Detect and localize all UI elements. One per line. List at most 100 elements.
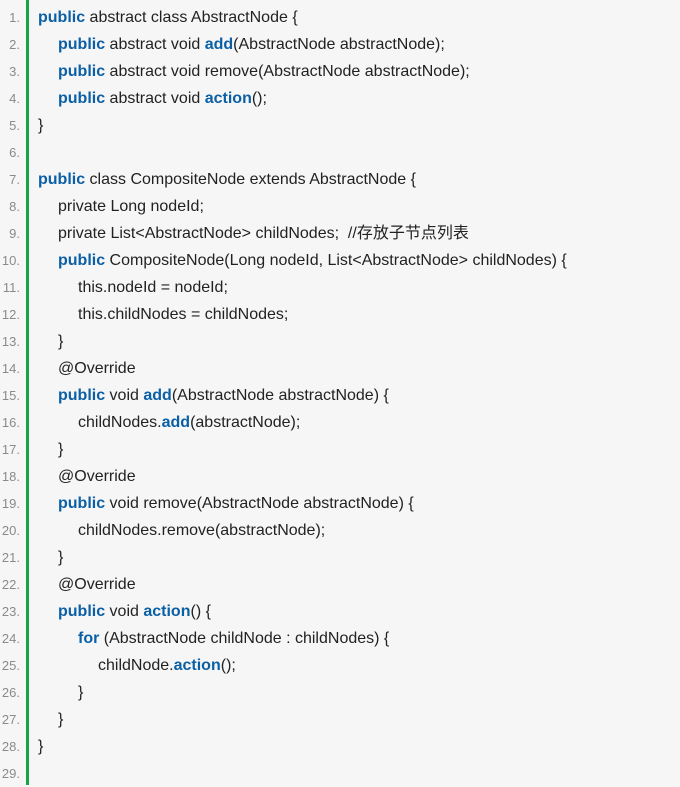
code-line: 3. public abstract void remove(AbstractNo… xyxy=(0,58,680,85)
keyword-token: public xyxy=(58,36,106,53)
text-token: (); xyxy=(251,90,267,107)
line-number: 9. xyxy=(9,226,20,241)
text-token: (); xyxy=(220,657,236,674)
text-token: @Override xyxy=(58,468,136,485)
text-token: } xyxy=(58,441,64,458)
line-code: private Long nodeId; xyxy=(58,193,204,220)
line-number: 5. xyxy=(9,118,20,133)
code-line: 27.} xyxy=(0,706,680,733)
code-line: 4.public abstract void action(); xyxy=(0,85,680,112)
line-number: 24. xyxy=(1,631,20,646)
line-number: 6. xyxy=(9,145,20,160)
keyword-token: public xyxy=(58,90,106,107)
text-token: void xyxy=(105,387,144,404)
line-number: 10. xyxy=(1,253,20,268)
text-token: } xyxy=(58,333,64,350)
function-token: action xyxy=(173,657,221,674)
line-number: 26. xyxy=(1,685,20,700)
line-code: } xyxy=(38,733,43,760)
gutter-bar xyxy=(26,0,29,785)
line-code: public abstract void remove(AbstractNode… xyxy=(58,58,470,85)
line-code: this.childNodes = childNodes; xyxy=(78,301,288,328)
function-token: action xyxy=(204,90,252,107)
line-number: 2. xyxy=(9,37,20,52)
line-number: 29. xyxy=(1,766,20,781)
code-line: 19.public void remove(AbstractNode abstr… xyxy=(0,490,680,517)
text-token: void xyxy=(105,603,144,620)
text-token: (AbstractNode childNode : childNodes) { xyxy=(99,630,390,647)
line-code: @Override xyxy=(58,463,136,490)
code-line: 15. public void add(AbstractNode abstract… xyxy=(0,382,680,409)
line-number: 11. xyxy=(2,280,20,295)
line-code: public abstract class AbstractNode { xyxy=(38,4,298,31)
line-code: @Override xyxy=(58,355,136,382)
line-code: private List<AbstractNode> childNodes; /… xyxy=(58,220,469,247)
text-token: this.nodeId = nodeId; xyxy=(78,279,228,296)
keyword-token: public xyxy=(38,9,86,26)
keyword-token: public xyxy=(58,252,106,269)
line-number: 13. xyxy=(1,334,20,349)
text-token: } xyxy=(38,738,44,755)
code-line: 10. public CompositeNode(Long nodeId, Lis… xyxy=(0,247,680,274)
line-code: public class CompositeNode extends Abstr… xyxy=(38,166,416,193)
line-number: 12. xyxy=(1,307,20,322)
line-number: 1. xyxy=(9,10,20,25)
text-token: } xyxy=(58,711,64,728)
code-line: 1. public abstract class AbstractNode { xyxy=(0,4,680,31)
code-line: 23. public void action() { xyxy=(0,598,680,625)
code-line: 18. @Override xyxy=(0,463,680,490)
function-token: action xyxy=(143,603,191,620)
line-number: 8. xyxy=(9,199,20,214)
text-token: CompositeNode(Long nodeId, List<Abstract… xyxy=(105,252,567,269)
keyword-token: public xyxy=(58,495,106,512)
keyword-token: public xyxy=(38,171,86,188)
line-code: } xyxy=(58,706,63,733)
line-code: } xyxy=(58,544,63,571)
code-line: 13.} xyxy=(0,328,680,355)
line-code: public abstract void add(AbstractNode ab… xyxy=(58,31,445,58)
line-number: 3. xyxy=(9,64,20,79)
function-token: add xyxy=(161,414,191,431)
text-token: } xyxy=(58,549,64,566)
line-number: 22. xyxy=(1,577,20,592)
function-token: add xyxy=(204,36,234,53)
line-number: 7. xyxy=(9,172,20,187)
line-code: public abstract void action(); xyxy=(58,85,267,112)
line-code: } xyxy=(38,112,43,139)
line-code: childNodes.add(abstractNode); xyxy=(78,409,300,436)
text-token: childNodes. xyxy=(78,414,162,431)
line-number: 23. xyxy=(1,604,20,619)
line-number: 14. xyxy=(1,361,20,376)
code-line: 14. @Override xyxy=(0,355,680,382)
text-token: () { xyxy=(190,603,211,620)
text-token: (abstractNode); xyxy=(190,414,301,431)
text-token: private Long nodeId; xyxy=(58,198,204,215)
text-token: (AbstractNode abstractNode); xyxy=(233,36,445,53)
line-code: public void action() { xyxy=(58,598,211,625)
text-token: class CompositeNode extends AbstractNode… xyxy=(85,171,416,188)
code-line: 21.} xyxy=(0,544,680,571)
line-number: 18. xyxy=(1,469,20,484)
code-line: 20. childNodes.remove(abstractNode); xyxy=(0,517,680,544)
code-line: 7. public class CompositeNode extends Abs… xyxy=(0,166,680,193)
code-line: 2. public abstract void add(AbstractNode … xyxy=(0,31,680,58)
line-number: 21. xyxy=(1,550,20,565)
line-code: } xyxy=(58,436,63,463)
keyword-token: public xyxy=(58,603,106,620)
code-line: 8. private Long nodeId; xyxy=(0,193,680,220)
text-token: this.childNodes = childNodes; xyxy=(78,306,289,323)
text-token: } xyxy=(38,117,44,134)
code-line: 5.} xyxy=(0,112,680,139)
code-line: 16. childNodes.add(abstractNode); xyxy=(0,409,680,436)
line-code: } xyxy=(78,679,83,706)
code-line: 25.childNode.action(); xyxy=(0,652,680,679)
line-code: this.nodeId = nodeId; xyxy=(78,274,228,301)
line-code: public void add(AbstractNode abstractNod… xyxy=(58,382,389,409)
code-line: 26.} xyxy=(0,679,680,706)
line-code: childNodes.remove(abstractNode); xyxy=(78,517,325,544)
text-token: abstract class AbstractNode { xyxy=(85,9,298,26)
line-number: 16. xyxy=(1,415,20,430)
line-number: 20. xyxy=(1,523,20,538)
line-number: 15. xyxy=(1,388,20,403)
